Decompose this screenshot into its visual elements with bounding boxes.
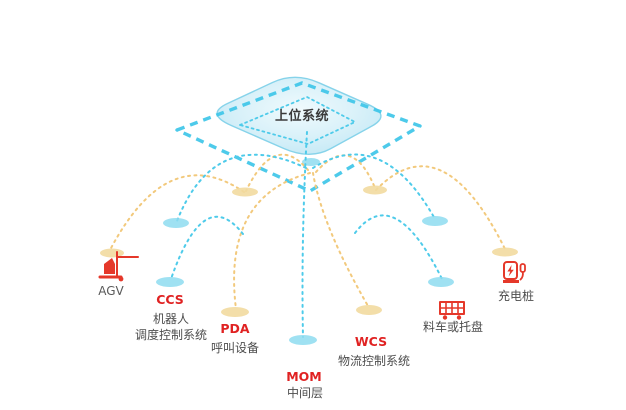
arc-cart-main (354, 214, 443, 280)
arc-mom-vertical (301, 131, 308, 338)
node-ccs: CCS 机器人 调度控制系统 (135, 292, 207, 342)
ccs-desc-line1: 机器人 (153, 312, 189, 326)
arc-wcs (312, 172, 369, 307)
cart-shadow-ellipse (428, 277, 454, 287)
pda-desc-line1: 呼叫设备 (211, 341, 259, 355)
bounce-ellipse (363, 185, 387, 195)
upper-system-platform: 上位系统 (175, 76, 422, 193)
platform-title: 上位系统 (275, 108, 329, 124)
node-mom: MOM 中间层 (286, 369, 323, 400)
node-wcs: WCS 物流控制系统 (338, 334, 410, 368)
material-cart-icon (439, 301, 465, 320)
wcs-desc-line1: 物流控制系统 (338, 354, 410, 368)
pda-shadow-ellipse (221, 307, 249, 317)
node-cart: 料车或托盘 (423, 301, 483, 334)
wcs-shadow-ellipse (356, 305, 382, 315)
mom-acronym: MOM (286, 369, 322, 384)
agv-forklift-icon (98, 251, 139, 282)
bounce-ellipse (163, 218, 189, 228)
agv-label: AGV (98, 284, 124, 298)
charger-label: 充电桩 (498, 288, 534, 303)
charging-pile-icon (503, 261, 526, 283)
arc-agv-main (109, 174, 245, 251)
connection-arcs (109, 131, 506, 338)
arc-cart-bounce (312, 153, 436, 220)
arc-charger-bounce (315, 154, 376, 189)
arc-charger-main (375, 165, 506, 250)
node-charger: 充电桩 (498, 261, 534, 303)
ccs-acronym: CCS (156, 292, 184, 307)
pda-acronym: PDA (220, 321, 250, 336)
mom-desc-line1: 中间层 (287, 385, 323, 400)
arc-agv-bounce (245, 153, 309, 192)
arc-ccs-main (170, 215, 244, 280)
inner-dotted-diamond (239, 96, 356, 145)
bounce-ellipse (422, 216, 448, 226)
arc-pda (233, 172, 311, 310)
node-agv: AGV (98, 251, 139, 298)
cart-label: 料车或托盘 (423, 319, 483, 334)
mom-shadow-ellipse (289, 335, 317, 345)
bounce-ellipses (100, 185, 518, 345)
wcs-acronym: WCS (355, 334, 387, 349)
charger-shadow-ellipse (492, 247, 518, 257)
outer-dashed-diamond (175, 81, 422, 193)
ccs-desc-line2: 调度控制系统 (135, 327, 207, 342)
bounce-ellipse (232, 187, 258, 197)
ccs-shadow-ellipse (156, 277, 184, 287)
node-pda: PDA 呼叫设备 (211, 321, 259, 355)
